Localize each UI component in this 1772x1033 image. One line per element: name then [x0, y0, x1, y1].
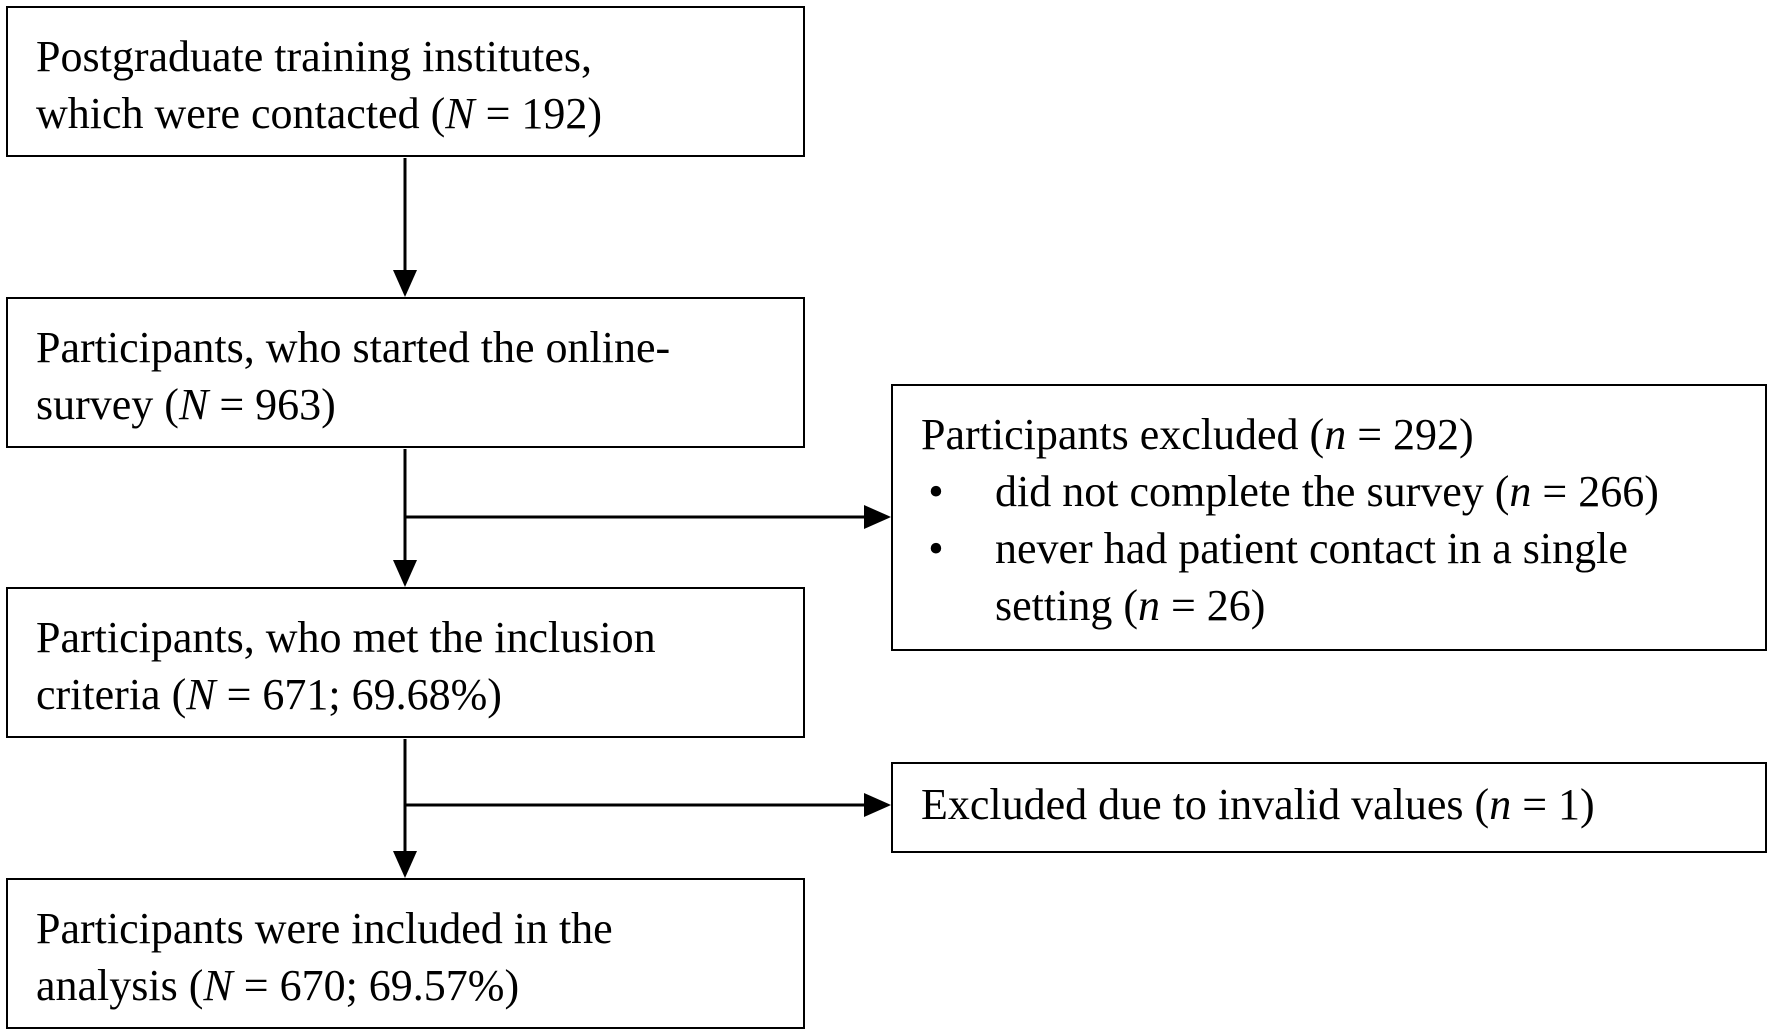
box-inclusion-line1: Participants, who met the inclusion — [36, 613, 656, 662]
box-participants-inclusion: Participants, who met the inclusion crit… — [6, 587, 805, 738]
box-started-line2: survey (N = 963) — [36, 380, 336, 429]
box-analysis-line1: Participants were included in the — [36, 904, 613, 953]
excluded-reason-no-contact: • never had patient contact in a single … — [921, 520, 1737, 634]
box-excluded-title: Participants excluded (n = 292) — [921, 410, 1474, 459]
box-excluded-invalid: Excluded due to invalid values (n = 1) — [891, 762, 1767, 853]
box-institutes-line1: Postgraduate training institutes, — [36, 32, 593, 81]
arrowhead-started — [393, 270, 417, 297]
box-institutes-line2: which were contacted (N = 192) — [36, 89, 603, 138]
box-analysis-line2: analysis (N = 670; 69.57%) — [36, 961, 520, 1010]
arrowhead-invalid — [864, 793, 891, 817]
box-started-line1: Participants, who started the online- — [36, 323, 671, 372]
arrowhead-analysis — [393, 851, 417, 878]
arrowhead-excluded — [864, 505, 891, 529]
bullet-icon: • — [928, 524, 944, 573]
box-inclusion-line2: criteria (N = 671; 69.68%) — [36, 670, 502, 719]
box-participants-started: Participants, who started the online- su… — [6, 297, 805, 448]
box-invalid-line1: Excluded due to invalid values (n = 1) — [921, 780, 1595, 829]
arrowhead-inclusion — [393, 560, 417, 587]
box-institutes-contacted: Postgraduate training institutes, which … — [6, 6, 805, 157]
excluded-reason-incomplete: • did not complete the survey (n = 266) — [921, 463, 1737, 520]
box-participants-analysis: Participants were included in the analys… — [6, 878, 805, 1029]
box-participants-excluded: Participants excluded (n = 292) • did no… — [891, 384, 1767, 651]
bullet-icon: • — [928, 467, 944, 516]
